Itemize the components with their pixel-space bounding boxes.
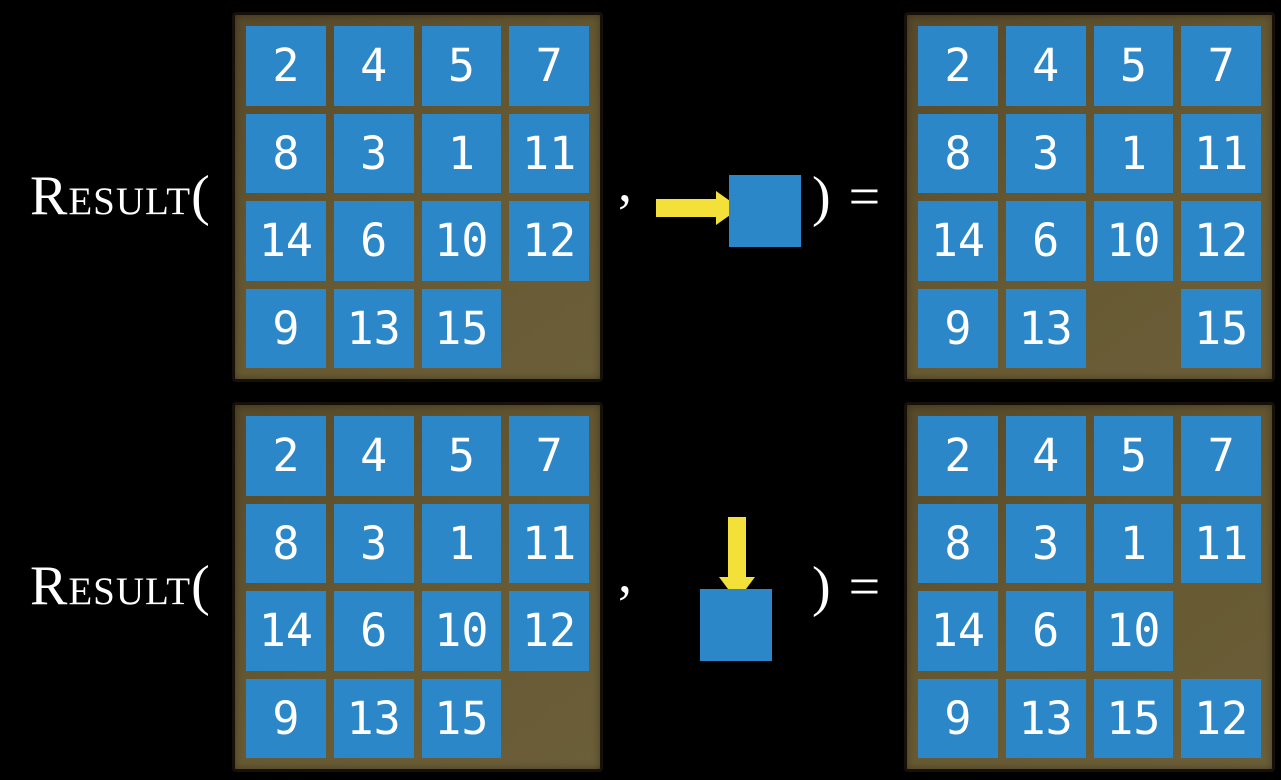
puzzle-tile: 13 [333, 288, 414, 368]
puzzle-tile: 12 [509, 591, 589, 671]
puzzle-tile: 11 [1181, 503, 1261, 583]
blank-cell [1094, 289, 1174, 369]
blank-cell [1181, 591, 1261, 671]
puzzle-tile: 3 [333, 503, 414, 583]
puzzle-tile: 9 [246, 288, 326, 368]
blank-cell [509, 289, 589, 369]
puzzle-tile: 14 [246, 591, 326, 671]
puzzle-tile: 10 [1093, 201, 1174, 281]
puzzle-tile: 10 [1093, 591, 1174, 671]
puzzle-tile: 1 [421, 503, 502, 583]
puzzle-tile: 7 [509, 416, 589, 496]
puzzle-tile: 3 [333, 113, 414, 193]
puzzle-tile: 10 [421, 201, 502, 281]
puzzle-tile: 15 [1181, 288, 1261, 368]
close-paren-equals: ) = [812, 556, 883, 618]
blank-cell [509, 679, 589, 759]
puzzle-tile: 12 [1181, 678, 1261, 758]
puzzle-tile: 11 [509, 503, 589, 583]
puzzle-tile: 8 [246, 113, 326, 193]
puzzle-tile: 6 [1005, 591, 1086, 671]
puzzle-tile: 10 [421, 591, 502, 671]
comma-separator: , [618, 152, 632, 214]
result-function-label: Result( [30, 555, 211, 617]
puzzle-tile: 8 [918, 503, 998, 583]
close-paren-equals: ) = [812, 166, 883, 228]
puzzle-tile: 1 [1093, 503, 1174, 583]
puzzle-tile: 7 [1181, 416, 1261, 496]
puzzle-tile: 15 [421, 678, 502, 758]
puzzle-tile: 9 [246, 678, 326, 758]
puzzle-tile: 4 [333, 26, 414, 106]
puzzle-tile: 2 [246, 26, 326, 106]
puzzle-tile: 11 [1181, 113, 1261, 193]
puzzle-tile: 6 [333, 591, 414, 671]
puzzle-tile: 4 [333, 416, 414, 496]
puzzle-tile: 3 [1005, 113, 1086, 193]
comma-separator: , [618, 543, 632, 605]
puzzle-tile: 9 [918, 678, 998, 758]
puzzle-tile: 14 [918, 591, 998, 671]
puzzle-tile: 3 [1005, 503, 1086, 583]
puzzle-tile: 5 [1093, 26, 1174, 106]
puzzle-tile: 1 [421, 113, 502, 193]
puzzle-tile: 14 [246, 201, 326, 281]
puzzle-tile: 13 [1005, 678, 1086, 758]
puzzle-tile: 6 [1005, 201, 1086, 281]
right-arrow-icon [656, 191, 740, 225]
puzzle-tile: 8 [246, 503, 326, 583]
puzzle-tile: 2 [918, 416, 998, 496]
action-tile-square [700, 589, 772, 661]
puzzle-tile: 14 [918, 201, 998, 281]
puzzle-tile: 12 [1181, 201, 1261, 281]
puzzle-tile: 5 [421, 416, 502, 496]
puzzle-tile: 5 [1093, 416, 1174, 496]
puzzle-tile: 7 [1181, 26, 1261, 106]
puzzle-tile: 5 [421, 26, 502, 106]
puzzle-tile: 15 [421, 288, 502, 368]
puzzle-tile: 9 [918, 288, 998, 368]
puzzle-tile: 4 [1005, 416, 1086, 496]
puzzle-tile: 2 [918, 26, 998, 106]
puzzle-tile: 13 [333, 678, 414, 758]
puzzle-tile: 13 [1005, 288, 1086, 368]
action-tile-square [729, 175, 801, 247]
puzzle-tile: 4 [1005, 26, 1086, 106]
result-function-label: Result( [30, 165, 211, 227]
puzzle-tile: 2 [246, 416, 326, 496]
puzzle-tile: 15 [1093, 678, 1174, 758]
puzzle-tile: 11 [509, 113, 589, 193]
puzzle-tile: 8 [918, 113, 998, 193]
puzzle-tile: 6 [333, 201, 414, 281]
puzzle-tile: 7 [509, 26, 589, 106]
puzzle-tile: 1 [1093, 113, 1174, 193]
puzzle-tile: 12 [509, 201, 589, 281]
